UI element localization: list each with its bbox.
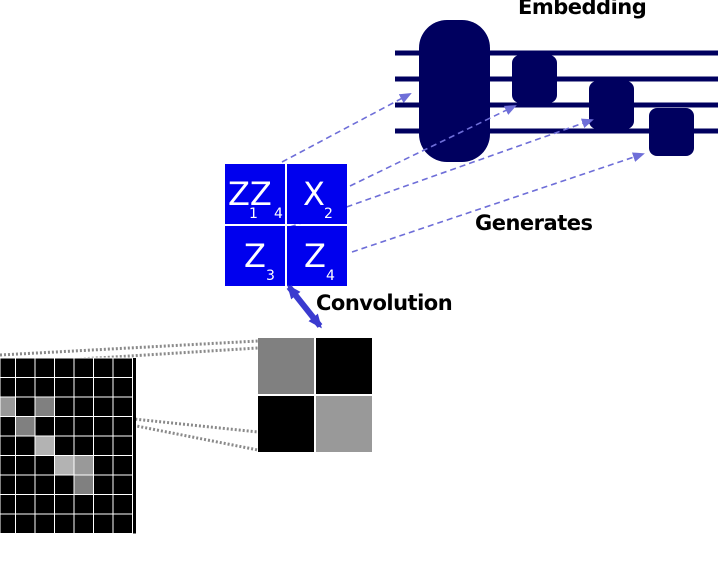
image-pixel <box>54 494 75 515</box>
image-pixel <box>93 416 114 437</box>
kernel-cell <box>258 396 314 452</box>
image-pixel <box>112 494 133 515</box>
image-pixel <box>73 494 94 515</box>
qubit-subscript: 4 <box>326 268 335 284</box>
image-pixel <box>0 474 16 495</box>
image-pixel <box>0 455 16 476</box>
image-pixel <box>112 396 133 417</box>
dotted-connector <box>0 339 259 357</box>
image-pixel <box>34 435 55 456</box>
qubit-tile <box>225 226 285 286</box>
image-pixel <box>54 396 75 417</box>
image-pixel <box>15 357 36 378</box>
image-pixel <box>73 377 94 398</box>
image-pixel <box>54 377 75 398</box>
image-pixel <box>0 357 16 378</box>
image-pixel <box>54 435 75 456</box>
image-pixel <box>34 474 55 495</box>
image-pixel <box>34 416 55 437</box>
dotted-connector <box>0 346 259 366</box>
image-pixel <box>15 396 36 417</box>
image-pixel <box>112 377 133 398</box>
image-pixel <box>73 357 94 378</box>
image-pixel <box>0 396 16 417</box>
input-image-grid <box>0 357 136 534</box>
image-pixel <box>54 474 75 495</box>
dashed-arrow <box>281 93 412 163</box>
image-pixel <box>34 377 55 398</box>
kernel-cell <box>316 338 372 394</box>
image-pixel <box>34 396 55 417</box>
qubit-label: Z <box>244 237 266 275</box>
image-pixel <box>93 357 114 378</box>
kernel-cell <box>258 338 314 394</box>
qubit-subscript: 4 <box>274 206 283 222</box>
image-pixel <box>34 455 55 476</box>
image-pixel <box>0 416 16 437</box>
image-pixel <box>54 416 75 437</box>
image-pixel <box>34 494 55 515</box>
embedding-label: Embedding <box>518 0 646 19</box>
image-pixel <box>54 513 75 534</box>
image-pixel <box>34 513 55 534</box>
circuit-gate <box>512 55 557 103</box>
image-pixel <box>73 474 94 495</box>
image-pixel <box>93 474 114 495</box>
image-pixel <box>15 474 36 495</box>
image-pixel <box>15 416 36 437</box>
image-pixel <box>93 455 114 476</box>
qubit-tile <box>287 164 347 224</box>
qubit-label: Z <box>304 237 326 275</box>
image-pixel <box>54 357 75 378</box>
image-pixel <box>15 377 36 398</box>
qubit-tile <box>225 164 285 224</box>
embedding-gate <box>419 20 490 162</box>
image-pixel <box>112 357 133 378</box>
image-pixel <box>112 455 133 476</box>
generates-label: Generates <box>475 211 592 235</box>
image-pixel <box>93 513 114 534</box>
circuit-gates <box>419 20 694 162</box>
image-pixel <box>15 455 36 476</box>
image-pixel <box>112 435 133 456</box>
image-pixel <box>73 416 94 437</box>
qubit-subscript: 3 <box>266 268 275 284</box>
image-pixel <box>15 494 36 515</box>
image-pixel <box>112 513 133 534</box>
image-pixel <box>73 435 94 456</box>
qubit-grid: ZZ 1 4 X 2 Z 3 Z 4 <box>225 164 347 286</box>
dashed-arrow <box>349 105 517 187</box>
qubit-label: ZZ <box>228 175 272 213</box>
image-pixel <box>34 357 55 378</box>
image-pixel <box>112 474 133 495</box>
convolution-kernel <box>258 338 372 452</box>
qubit-subscript: 1 <box>249 206 258 222</box>
image-pixel <box>0 435 16 456</box>
image-pixel <box>73 513 94 534</box>
image-pixel <box>0 513 16 534</box>
image-pixel <box>112 416 133 437</box>
image-pixel <box>73 455 94 476</box>
dashed-arrow <box>351 152 645 253</box>
circuit-gate <box>589 81 634 129</box>
image-pixel <box>15 513 36 534</box>
image-pixel <box>0 494 16 515</box>
image-pixel <box>93 396 114 417</box>
image-pixel <box>54 455 75 476</box>
qubit-subscript: 2 <box>324 206 333 222</box>
image-pixel <box>93 377 114 398</box>
image-pixel <box>15 435 36 456</box>
image-pixel <box>73 396 94 417</box>
qubit-label: X <box>303 175 325 213</box>
convolution-label: Convolution <box>316 291 452 315</box>
convolution-arrow <box>286 284 323 329</box>
image-pixel <box>93 435 114 456</box>
image-pixel <box>93 494 114 515</box>
image-pixel <box>0 377 16 398</box>
kernel-cell <box>316 396 372 452</box>
qubit-tile <box>287 226 347 286</box>
circuit-gate <box>649 108 694 156</box>
